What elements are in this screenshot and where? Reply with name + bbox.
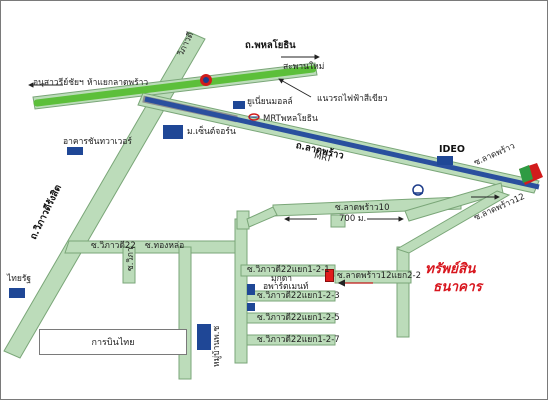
label-thonglor: ซ.ทองหล่อ: [145, 241, 185, 251]
thai-airways-label: การบินไทย: [91, 338, 135, 348]
label-wa: ซ.วิภา: [126, 247, 136, 271]
road-wa-v: [122, 246, 136, 284]
label-soi-nuan: หมู่บ้านพ.ช: [212, 325, 222, 367]
label-sapanmai: สะพานใหม่: [283, 62, 325, 72]
building-union: [233, 101, 245, 109]
target-flag-icon: [519, 163, 543, 185]
label-mukda: มุกดา: [271, 274, 293, 284]
building-central: [163, 125, 183, 139]
label-victory: อนุสาวรีย์ชัยฯ: [33, 78, 84, 88]
label-ideo: IDEO: [439, 144, 465, 155]
bts-green-line: [33, 65, 317, 107]
road-vibhavadi: [3, 31, 206, 359]
road-thonglor-v: [178, 246, 192, 380]
mrt-blue-line: [144, 96, 540, 190]
label-thairath: ไทยรัฐ: [7, 274, 32, 284]
road-22-junction-v: [236, 210, 250, 230]
target-name-line2: ธนาคาร: [433, 279, 482, 295]
label-wipha22: ซ.วิภาวดี22: [91, 241, 136, 251]
label-apartment: อพาร์ตเมนท์: [263, 282, 309, 292]
building-thairath: [9, 288, 25, 298]
building-chanthawat: [67, 147, 83, 155]
road-ladprao12-v: [396, 246, 410, 338]
central-logo-icon: [200, 74, 212, 86]
road-ladprao12-diag: [395, 190, 511, 254]
label-bts-green: แนวรถไฟฟ้าสีเขียว: [317, 94, 388, 104]
road-ladprao12-h: [334, 270, 412, 284]
label-ladprao12-2-2: ซ.ลาดพร้าว12แยก2-2: [337, 271, 421, 281]
road-22-1-2-7: [246, 334, 336, 346]
road-22-1-2-5: [246, 312, 336, 324]
label-22-1-2-1: ซ.วิภาวดี22แยก1-2-1: [247, 265, 330, 275]
label-22-1-2-5: ซ.วิภาวดี22แยก1-2-5: [257, 313, 340, 323]
road-22-main-v: [234, 218, 248, 364]
label-22-1-2-7: ซ.วิภาวดี22แยก1-2-7: [257, 335, 340, 345]
label-ladprao-junction: ห้าแยกลาดพร้าว: [87, 78, 149, 88]
label-mrt-phahon: MRTพหลโยธิน: [263, 114, 318, 124]
temple-icon: [412, 184, 424, 196]
building-ideo: [437, 156, 453, 165]
mrt-logo-icon: [248, 113, 260, 121]
arrow-green-line: [278, 78, 312, 98]
building-mukda-2: [247, 303, 255, 311]
road-22-link: [246, 206, 278, 228]
label-central: ม.เซ็นต์จอร์น: [187, 127, 236, 137]
target-marker: [325, 269, 334, 282]
building-thai-airways: การบินไทย: [39, 329, 187, 355]
label-700m: 700 ม.: [339, 214, 367, 224]
road-700: [330, 214, 346, 228]
target-name-line1: ทรัพย์สิน: [425, 261, 476, 277]
label-ladprao10: ซ.ลาดพร้าว10: [335, 203, 390, 213]
road-22-1-2-3: [246, 290, 336, 302]
label-22-1-2-3: ซ.วิภาวดี22แยก1-2-3: [257, 291, 340, 301]
building-mukda-1: [247, 284, 255, 295]
label-phahonyothin: ถ.พหลโยธิน: [245, 40, 296, 51]
label-chanthawat: อาคารชันทวาเวอร์: [63, 137, 132, 147]
building-soi-nuan: [197, 324, 211, 350]
label-union-mall: ยูเนี่ยนมอลล์: [247, 97, 293, 107]
